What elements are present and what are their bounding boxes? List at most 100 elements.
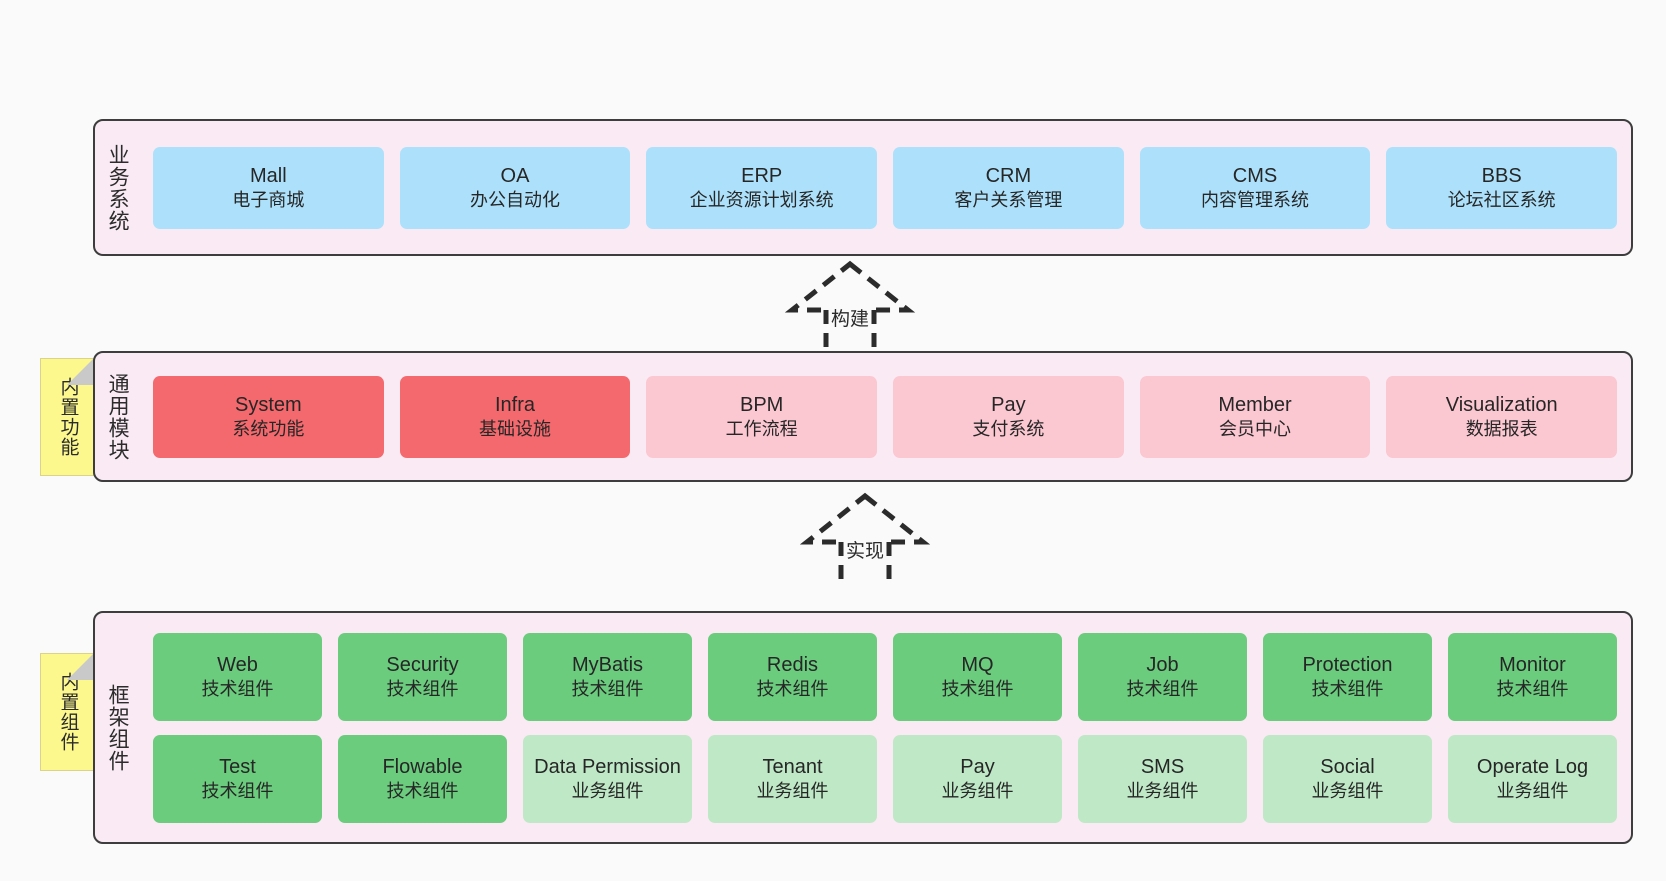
- card-visualization[interactable]: Visualization 数据报表: [1386, 375, 1618, 458]
- card-title: Visualization: [1445, 393, 1558, 416]
- card-subtitle: 会员中心: [1219, 418, 1292, 439]
- card-subtitle: 业务组件: [571, 780, 644, 801]
- card-title: OA: [500, 164, 530, 187]
- card-subtitle: 技术组件: [201, 678, 274, 699]
- card-subtitle: 业务组件: [941, 780, 1014, 801]
- layer-body-common-module: System 系统功能 Infra 基础设施 BPM 工作流程 Pay 支付系统…: [139, 353, 1631, 480]
- layer-body-framework-component: Web 技术组件 Security 技术组件 MyBatis 技术组件 Redi…: [139, 613, 1631, 842]
- card-title: CMS: [1232, 164, 1278, 187]
- card-bpm[interactable]: BPM 工作流程: [646, 375, 878, 458]
- card-title: Redis: [766, 653, 819, 676]
- card-title: ERP: [741, 164, 783, 187]
- card-row-business-components: Test 技术组件 Flowable 技术组件 Data Permission …: [153, 734, 1617, 823]
- connector-label: 构建: [828, 304, 872, 331]
- card-subtitle: 技术组件: [1311, 678, 1384, 699]
- card-title: Web: [217, 653, 258, 676]
- card-subtitle: 业务组件: [1126, 780, 1199, 801]
- card-subtitle: 业务组件: [756, 780, 829, 801]
- card-subtitle: 企业资源计划系统: [689, 189, 834, 210]
- card-subtitle: 电子商城: [232, 189, 305, 210]
- card-title: CRM: [985, 164, 1032, 187]
- card-subtitle: 基础设施: [479, 418, 551, 439]
- layer-title-framework-component: 框架组件: [106, 683, 130, 772]
- layer-title-common-module: 通用模块: [106, 372, 130, 461]
- layer-business-system[interactable]: 业务系统 Mall 电子商城 OA 办公自动化 ERP 企业资源计划系统 CRM…: [93, 119, 1633, 256]
- card-title: BPM: [740, 393, 784, 416]
- card-subtitle: 技术组件: [571, 678, 644, 699]
- card-subtitle: 技术组件: [1126, 678, 1199, 699]
- card-title: Monitor: [1499, 653, 1566, 676]
- card-pay-business[interactable]: Pay 业务组件: [893, 734, 1062, 823]
- card-subtitle: 系统功能: [232, 418, 305, 439]
- card-subtitle: 技术组件: [756, 678, 829, 699]
- layer-framework-component[interactable]: 框架组件 Web 技术组件 Security 技术组件 MyBatis 技术组件…: [93, 611, 1633, 844]
- card-subtitle: 业务组件: [1311, 780, 1384, 801]
- card-title: Job: [1146, 653, 1179, 676]
- card-title: System: [234, 393, 302, 416]
- card-row-common-module: System 系统功能 Infra 基础设施 BPM 工作流程 Pay 支付系统…: [153, 375, 1618, 458]
- card-subtitle: 支付系统: [972, 418, 1045, 439]
- connector-implement: 实现: [775, 490, 955, 585]
- card-title: Mall: [250, 164, 287, 187]
- card-title: Security: [386, 653, 459, 676]
- layer-body-business-system: Mall 电子商城 OA 办公自动化 ERP 企业资源计划系统 CRM 客户关系…: [139, 121, 1631, 254]
- card-title: Member: [1218, 393, 1292, 416]
- card-title: Operate Log: [1476, 755, 1589, 778]
- card-subtitle: 技术组件: [386, 678, 459, 699]
- card-pay[interactable]: Pay 支付系统: [893, 375, 1124, 458]
- card-social[interactable]: Social 业务组件: [1263, 734, 1432, 823]
- connector-label: 实现: [843, 536, 887, 563]
- card-subtitle: 技术组件: [941, 678, 1014, 699]
- card-job[interactable]: Job 技术组件: [1078, 632, 1247, 721]
- card-infra[interactable]: Infra 基础设施: [399, 375, 631, 458]
- card-flowable[interactable]: Flowable 技术组件: [338, 734, 507, 823]
- card-cms[interactable]: CMS 内容管理系统: [1139, 146, 1371, 229]
- card-system[interactable]: System 系统功能: [153, 375, 384, 458]
- note-label: 内置功能: [57, 377, 79, 457]
- card-sms[interactable]: SMS 业务组件: [1078, 734, 1247, 823]
- card-title: Pay: [960, 755, 995, 778]
- card-subtitle: 技术组件: [201, 780, 274, 801]
- card-subtitle: 数据报表: [1465, 418, 1538, 439]
- card-mq[interactable]: MQ 技术组件: [893, 632, 1062, 721]
- card-member[interactable]: Member 会员中心: [1139, 375, 1371, 458]
- card-test[interactable]: Test 技术组件: [153, 734, 322, 823]
- card-title: Protection: [1302, 653, 1393, 676]
- card-crm[interactable]: CRM 客户关系管理: [893, 146, 1124, 229]
- card-data-permission[interactable]: Data Permission 业务组件: [523, 734, 692, 823]
- card-subtitle: 技术组件: [386, 780, 459, 801]
- layer-title-business-system: 业务系统: [106, 143, 130, 232]
- card-title: SMS: [1140, 755, 1185, 778]
- card-title: Pay: [991, 393, 1026, 416]
- card-title: Data Permission: [534, 755, 681, 778]
- card-title: MyBatis: [571, 653, 644, 676]
- card-title: Tenant: [762, 755, 823, 778]
- card-subtitle: 工作流程: [725, 418, 798, 439]
- card-title: BBS: [1481, 164, 1522, 187]
- layer-common-module[interactable]: 通用模块 System 系统功能 Infra 基础设施 BPM 工作流程 Pay…: [93, 351, 1633, 482]
- card-subtitle: 内容管理系统: [1201, 189, 1310, 210]
- card-subtitle: 客户关系管理: [954, 189, 1063, 210]
- card-operate-log[interactable]: Operate Log 业务组件: [1448, 734, 1617, 823]
- note-built-in-function: 内置功能: [40, 358, 94, 476]
- card-title: Flowable: [382, 755, 463, 778]
- card-web[interactable]: Web 技术组件: [153, 632, 322, 721]
- card-erp[interactable]: ERP 企业资源计划系统: [646, 146, 878, 229]
- card-tenant[interactable]: Tenant 业务组件: [708, 734, 877, 823]
- card-mybatis[interactable]: MyBatis 技术组件: [523, 632, 692, 721]
- card-mall[interactable]: Mall 电子商城: [153, 146, 384, 229]
- card-title: Test: [219, 755, 256, 778]
- card-bbs[interactable]: BBS 论坛社区系统: [1386, 146, 1618, 229]
- card-subtitle: 技术组件: [1496, 678, 1569, 699]
- card-subtitle: 办公自动化: [470, 189, 560, 210]
- card-redis[interactable]: Redis 技术组件: [708, 632, 877, 721]
- card-subtitle: 业务组件: [1496, 780, 1569, 801]
- card-protection[interactable]: Protection 技术组件: [1263, 632, 1432, 721]
- card-row-tech-components: Web 技术组件 Security 技术组件 MyBatis 技术组件 Redi…: [153, 632, 1617, 721]
- card-row-business-system: Mall 电子商城 OA 办公自动化 ERP 企业资源计划系统 CRM 客户关系…: [153, 146, 1618, 229]
- card-security[interactable]: Security 技术组件: [338, 632, 507, 721]
- dashed-stem-icon: [838, 542, 892, 585]
- card-monitor[interactable]: Monitor 技术组件: [1448, 632, 1617, 721]
- card-oa[interactable]: OA 办公自动化: [399, 146, 631, 229]
